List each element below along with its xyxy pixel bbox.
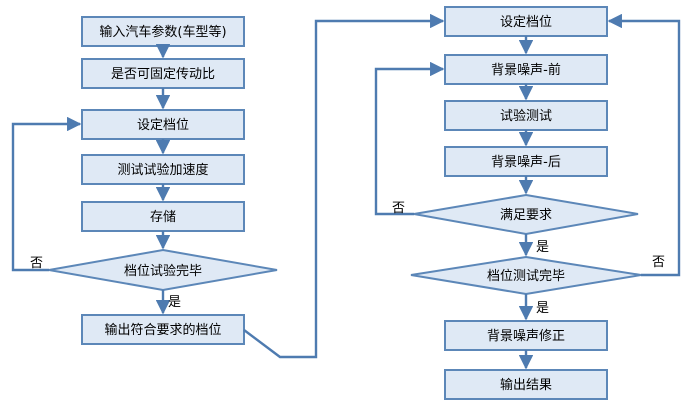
right-no-label-2: 否 — [652, 255, 665, 270]
decision-gear-test-done-left-label: 档位试验完毕 — [124, 263, 202, 279]
node-store: 存储 — [81, 201, 245, 232]
node-noise-correct: 背景噪声修正 — [444, 320, 608, 351]
node-noise-correct-label: 背景噪声修正 — [487, 329, 565, 344]
node-output-gears: 输出符合要求的档位 — [81, 314, 245, 345]
left-flow: 输入汽车参数(车型等) 是否可固定传动比 设定档位 测试试验加速度 存储 档位试… — [11, 16, 278, 345]
left-no-label: 否 — [30, 256, 43, 271]
node-noise-after-label: 背景噪声-后 — [491, 155, 561, 170]
node-test-accel-label: 测试试验加速度 — [117, 162, 208, 178]
right-no-label-1: 否 — [392, 201, 405, 216]
right-flow: 设定档位 背景噪声-前 试验测试 背景噪声-后 满足要求 档位测试完毕 背景噪声… — [374, 6, 681, 400]
decision-meets-req-label: 满足要求 — [500, 208, 552, 223]
node-noise-before: 背景噪声-前 — [444, 54, 608, 85]
left-yes-label: 是 — [168, 295, 181, 310]
node-input-params: 输入汽车参数(车型等) — [81, 16, 245, 47]
node-trial-test: 试验测试 — [444, 100, 608, 131]
right-yes-label-1: 是 — [536, 240, 549, 255]
node-output-gears-label: 输出符合要求的档位 — [104, 322, 221, 338]
node-output-result-label: 输出结果 — [500, 377, 552, 393]
node-fixed-ratio-label: 是否可固定传动比 — [111, 67, 215, 82]
node-test-accel: 测试试验加速度 — [81, 154, 245, 185]
arrow-right-no-loop-outer — [607, 13, 681, 277]
node-input-params-label: 输入汽车参数(车型等) — [99, 24, 226, 40]
arrow-right-no-loop-inner — [374, 61, 445, 216]
decision-gear-test-done-left: 档位试验完毕 — [48, 248, 278, 292]
decision-gear-test-done-right: 档位测试完毕 — [410, 255, 642, 296]
node-set-gear-left: 设定档位 — [81, 109, 245, 140]
node-trial-test-label: 试验测试 — [500, 108, 552, 124]
decision-meets-req: 满足要求 — [413, 193, 639, 236]
node-noise-after: 背景噪声-后 — [444, 146, 608, 177]
decision-gear-test-done-right-label: 档位测试完毕 — [487, 269, 565, 284]
right-yes-label-2: 是 — [536, 301, 549, 316]
node-set-gear-left-label: 设定档位 — [137, 118, 189, 133]
arrow-cross-to-right — [243, 13, 445, 359]
node-output-result: 输出结果 — [444, 369, 608, 400]
node-store-label: 存储 — [150, 210, 176, 225]
node-set-gear-right: 设定档位 — [444, 6, 608, 37]
node-noise-before-label: 背景噪声-前 — [491, 62, 561, 78]
node-fixed-ratio: 是否可固定传动比 — [81, 58, 245, 89]
arrow-left-no-loop — [11, 116, 82, 272]
node-set-gear-right-label: 设定档位 — [500, 15, 552, 30]
